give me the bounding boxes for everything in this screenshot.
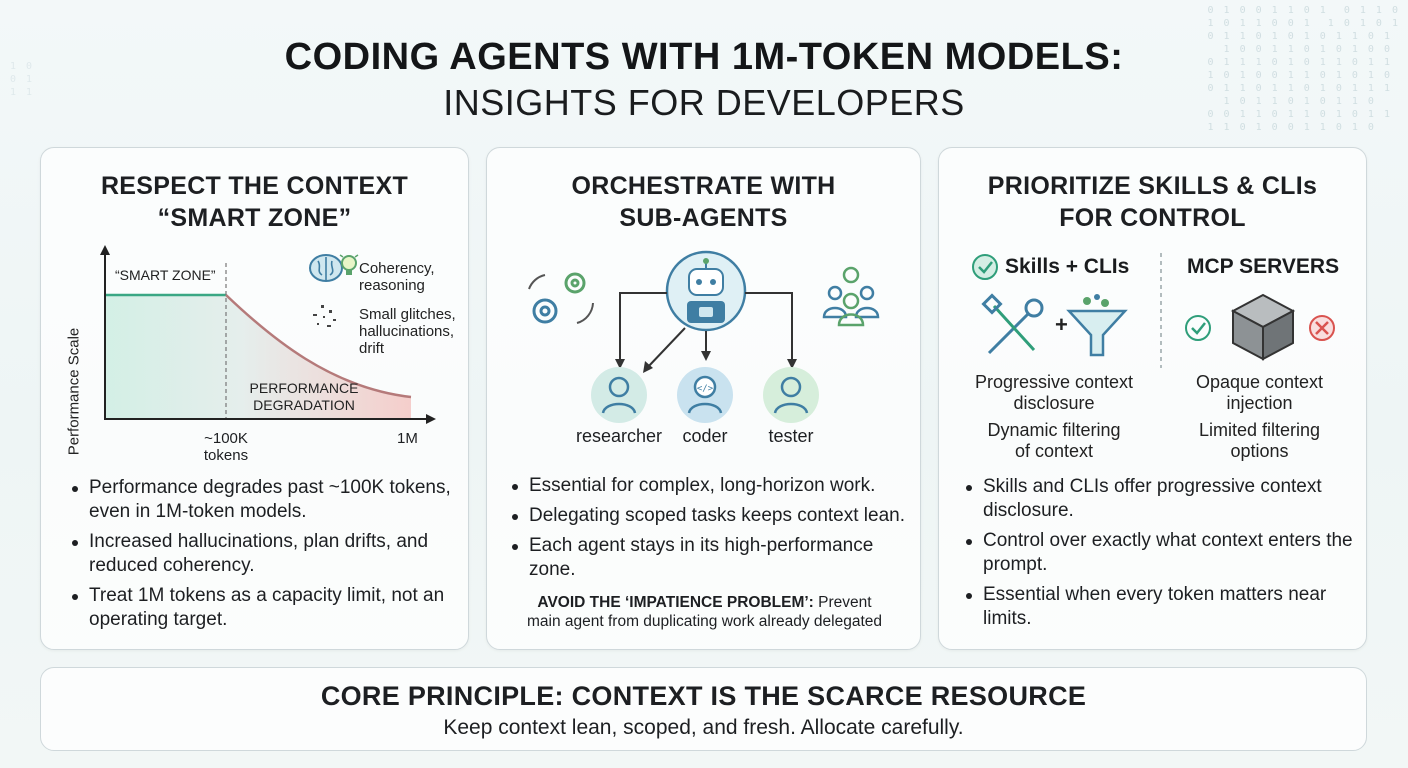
- plus-sign: +: [1055, 312, 1068, 337]
- coder-avatar-icon: </>: [677, 367, 733, 423]
- lightbulb-icon: [339, 254, 359, 275]
- team-icon: [822, 266, 880, 327]
- main-agent-robot-icon: [665, 250, 747, 332]
- performance-area: [105, 295, 411, 418]
- circuit-pattern-decoration: 1 0 0 1 1 1: [10, 61, 35, 98]
- card-title: PRIORITIZE SKILLS & CLIs FOR CONTROL: [987, 172, 1318, 232]
- y-axis-label: Performance Scale: [65, 327, 83, 456]
- degradation-line: [225, 294, 412, 399]
- skills-bullets: Skills and CLIs offer progressive contex…: [963, 475, 1363, 637]
- sub-agents-card: ORCHESTRATE WITH SUB-AGENTS: [486, 147, 921, 650]
- page-title: CODING AGENTS WITH 1M-TOKEN MODELS:: [284, 36, 1124, 78]
- x-tick-1m: 1M: [397, 430, 418, 447]
- smart-zone-bullets: Performance degrades past ~100K tokens, …: [69, 476, 461, 638]
- agent-orchestration-diagram: </>: [528, 250, 880, 423]
- brain-icon: [309, 254, 343, 282]
- opaque-cube-icon: [1230, 293, 1296, 361]
- smart-zone-label: “SMART ZONE”: [115, 267, 216, 283]
- page-subtitle: INSIGHTS FOR DEVELOPERS: [443, 82, 965, 123]
- smart-zone-card: RESPECT THE CONTEXT “SMART ZONE”: [40, 147, 469, 650]
- list-item: Delegating scoped tasks keeps context le…: [509, 504, 914, 528]
- list-item: Increased hallucinations, plan drifts, a…: [69, 530, 461, 578]
- performance-chart: [100, 245, 436, 424]
- legend-glitches: Small glitches, hallucinations, drift: [359, 306, 456, 357]
- gears-icon: [528, 272, 594, 324]
- funnel-icon: [1066, 294, 1128, 357]
- x-tick-100k: ~100K tokens: [203, 430, 249, 464]
- list-item: Control over exactly what context enters…: [963, 529, 1363, 577]
- legend-coherency: Coherency, reasoning: [359, 260, 435, 294]
- skills-vs-mcp-diagram: +: [972, 253, 1335, 368]
- card-title: ORCHESTRATE WITH SUB-AGENTS: [571, 172, 836, 232]
- agent-label-researcher: researcher: [575, 426, 663, 446]
- glitch-icon: [313, 305, 336, 327]
- binary-pattern-decoration: 0 1 0 0 1 1 0 1 0 1 1 0 1 0 1 1 0 0 1 1 …: [1207, 5, 1400, 133]
- skills-cli-card: PRIORITIZE SKILLS & CLIs FOR CONTROL +: [938, 147, 1367, 650]
- check-badge-icon: [972, 254, 998, 280]
- mcp-servers-heading: MCP SERVERS: [1187, 255, 1340, 278]
- agent-label-coder: coder: [682, 426, 728, 446]
- tester-avatar-icon: [763, 367, 819, 423]
- core-principle-subtitle: Keep context lean, scoped, and fresh. Al…: [443, 716, 964, 739]
- list-item: Performance degrades past ~100K tokens, …: [69, 476, 461, 524]
- svg-text:</>: </>: [697, 384, 714, 394]
- core-principle-title: CORE PRINCIPLE: CONTEXT IS THE SCARCE RE…: [320, 681, 1087, 711]
- sub-agents-bullets: Essential for complex, long-horizon work…: [509, 474, 914, 588]
- tools-icon: [981, 293, 1044, 355]
- researcher-avatar-icon: [591, 367, 647, 423]
- degradation-label: PERFORMANCE DEGRADATION: [249, 380, 359, 413]
- mcp-text-opaque: Opaque context injection: [1195, 372, 1324, 413]
- skills-clis-heading: Skills + CLIs: [1005, 255, 1130, 278]
- core-principle-banner: CORE PRINCIPLE: CONTEXT IS THE SCARCE RE…: [40, 667, 1367, 751]
- list-item: Essential when every token matters near …: [963, 583, 1363, 631]
- list-item: Treat 1M tokens as a capacity limit, not…: [69, 584, 461, 632]
- list-item: Skills and CLIs offer progressive contex…: [963, 475, 1363, 523]
- delegation-arrows: [619, 292, 793, 369]
- list-item: Essential for complex, long-horizon work…: [509, 474, 914, 498]
- x-circle-icon: [1309, 315, 1335, 341]
- skills-text-disclosure: Progressive context disclosure: [974, 372, 1134, 413]
- mcp-text-limited: Limited filtering options: [1198, 420, 1321, 461]
- skills-text-filtering: Dynamic filtering of context: [987, 420, 1121, 461]
- card-title: RESPECT THE CONTEXT “SMART ZONE”: [100, 172, 409, 232]
- agent-label-tester: tester: [768, 426, 814, 446]
- list-item: Each agent stays in its high-performance…: [509, 534, 914, 582]
- impatience-note: AVOID THE ‘IMPATIENCE PROBLEM’: Prevent …: [527, 594, 882, 630]
- check-circle-icon: [1185, 315, 1211, 341]
